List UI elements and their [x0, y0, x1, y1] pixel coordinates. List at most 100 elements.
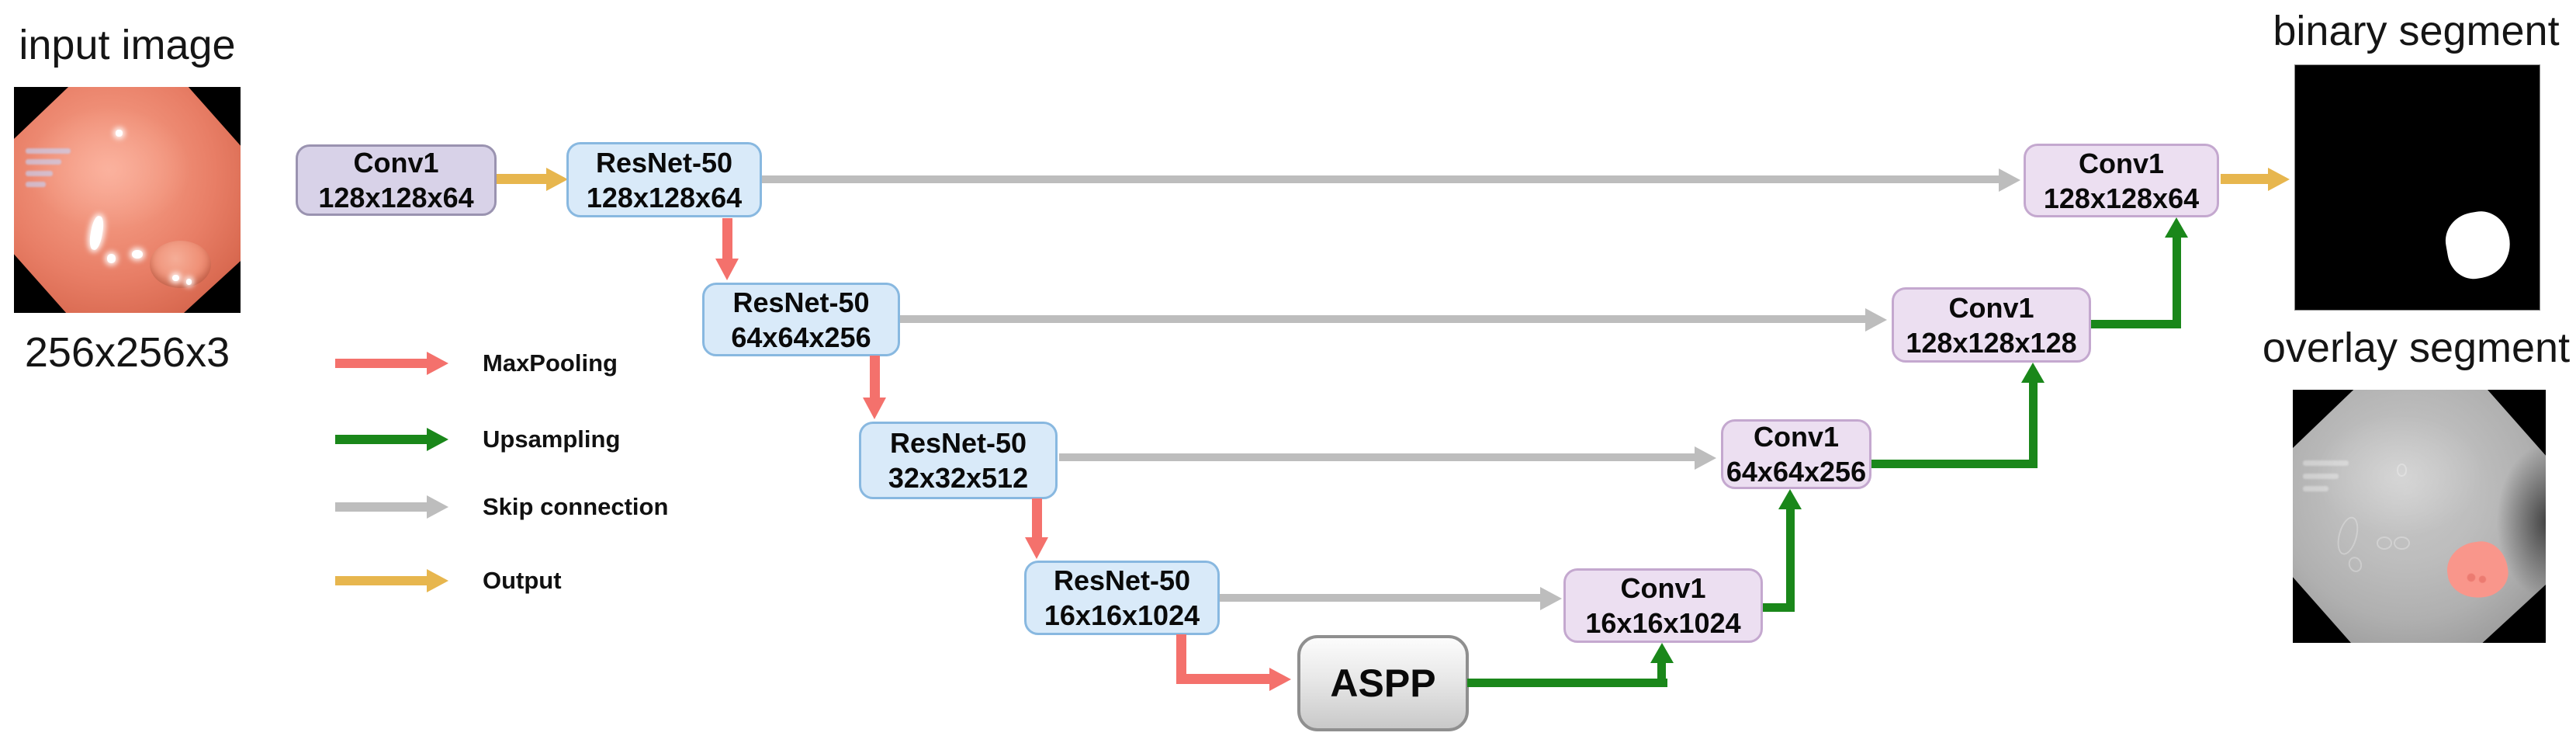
tissue-area-grayscale	[2293, 390, 2546, 643]
block-dims: 64x64x256	[731, 321, 871, 353]
legend-upsampling-arrowhead-icon	[427, 428, 448, 451]
block-title: Conv1	[353, 147, 439, 179]
overlay-segment-label: overlay segment	[2262, 325, 2571, 371]
legend-output-arrowhead-icon	[427, 569, 448, 592]
block-title: Conv1	[2078, 147, 2165, 179]
specular-highlight	[185, 279, 192, 285]
polyp-bump	[150, 240, 212, 288]
legend-output-label: Output	[483, 567, 562, 594]
skip-connection-line-1	[762, 175, 2000, 183]
tissue-texture-mark	[2376, 536, 2392, 550]
block-title: ASPP	[1330, 661, 1436, 705]
upsample-aspp-horizontal	[1467, 679, 1667, 687]
segmentation-mask-blob	[2441, 207, 2515, 283]
block-resnet50-stage1: ResNet-50 128x128x64	[566, 142, 762, 217]
timestamp-overlay	[2303, 473, 2339, 479]
block-conv1-input: Conv1 128x128x64	[296, 144, 497, 216]
legend-upsampling-label: Upsampling	[483, 425, 621, 453]
maxpool-arrowhead-icon	[863, 398, 886, 419]
upsample-aspp-vertical	[1657, 658, 1666, 683]
output-arrowhead-icon	[546, 168, 568, 191]
timestamp-overlay	[2303, 485, 2328, 491]
timestamp-overlay	[25, 170, 53, 176]
block-resnet50-stage4: ResNet-50 16x16x1024	[1024, 561, 1220, 635]
block-title: ResNet-50	[732, 286, 870, 318]
upsample-dec2-vertical	[2173, 233, 2181, 325]
block-dims: 32x32x512	[888, 462, 1029, 494]
legend-maxpooling-arrowhead-icon	[427, 352, 448, 375]
specular-highlight	[131, 249, 144, 259]
maxpool-arrow-2	[870, 356, 880, 398]
skip-arrowhead-icon	[1999, 168, 2020, 192]
block-title: Conv1	[1753, 421, 1840, 453]
binary-segment-label: binary segment	[2273, 8, 2560, 54]
maxpool-arrow-4-vertical	[1176, 634, 1186, 679]
skip-arrowhead-icon	[1695, 446, 1716, 470]
block-dims: 128x128x64	[586, 181, 743, 214]
block-title: Conv1	[1948, 291, 2034, 324]
skip-arrowhead-icon	[1865, 308, 1887, 332]
skip-connection-line-4	[1220, 594, 1542, 602]
upsample-arrowhead-icon	[2165, 217, 2188, 238]
tissue-texture-mark	[2394, 536, 2410, 550]
output-arrowhead-icon	[2268, 168, 2290, 191]
maxpool-arrowhead-icon	[715, 259, 739, 280]
block-dims: 16x16x1024	[1044, 599, 1200, 631]
block-title: Conv1	[1620, 572, 1706, 604]
binary-segmentation-image	[2294, 64, 2540, 311]
maxpool-arrowhead-icon	[1025, 537, 1048, 559]
skip-connection-line-2	[900, 315, 1867, 323]
block-title: ResNet-50	[595, 146, 733, 179]
legend-maxpooling-arrow	[335, 359, 427, 368]
specular-highlight	[172, 274, 180, 282]
legend-upsampling-arrow	[335, 435, 427, 444]
maxpool-arrow-1	[722, 218, 732, 259]
input-endoscopy-image	[14, 87, 241, 313]
block-conv1-decoder1: Conv1 128x128x64	[2024, 144, 2219, 217]
block-dims: 128x128x128	[1906, 326, 2077, 359]
block-title: ResNet-50	[1053, 564, 1191, 596]
output-arrow-to-mask	[2221, 174, 2270, 184]
legend-skip-connection-arrowhead-icon	[427, 495, 448, 519]
block-resnet50-stage3: ResNet-50 32x32x512	[859, 422, 1058, 499]
maxpool-arrow-4-horizontal	[1176, 674, 1271, 684]
timestamp-overlay	[2303, 460, 2349, 467]
timestamp-overlay	[25, 148, 71, 154]
block-aspp: ASPP	[1297, 635, 1469, 731]
timestamp-overlay	[25, 159, 62, 165]
timestamp-overlay	[25, 182, 46, 188]
legend-skip-connection-label: Skip connection	[483, 493, 669, 520]
skip-connection-line-3	[1059, 453, 1696, 461]
upsample-dec3-vertical	[2029, 377, 2038, 464]
block-title: ResNet-50	[889, 427, 1027, 459]
block-resnet50-stage2: ResNet-50 64x64x256	[702, 283, 900, 356]
tissue-texture-mark	[2396, 463, 2408, 477]
upsample-dec4-horizontal	[1763, 603, 1795, 612]
upsample-arrowhead-icon	[1650, 643, 1674, 663]
specular-highlight	[116, 130, 123, 137]
legend-maxpooling-label: MaxPooling	[483, 349, 618, 377]
maxpool-arrowhead-icon	[1269, 668, 1291, 691]
upsample-arrowhead-icon	[1778, 489, 1802, 509]
block-conv1-decoder2: Conv1 128x128x128	[1892, 287, 2091, 363]
block-dims: 128x128x64	[318, 182, 474, 214]
tissue-area	[14, 87, 241, 313]
maxpool-arrow-3	[1032, 498, 1042, 537]
skip-arrowhead-icon	[1540, 587, 1562, 610]
block-dims: 64x64x256	[1726, 456, 1867, 488]
specular-highlight	[106, 254, 116, 263]
output-arrow-conv-to-resnet	[497, 174, 548, 184]
block-dims: 128x128x64	[2043, 182, 2200, 214]
upsample-dec4-vertical	[1786, 505, 1795, 612]
block-conv1-decoder3: Conv1 64x64x256	[1721, 419, 1871, 489]
input-image-label: input image	[19, 22, 236, 68]
input-dims-label: 256x256x3	[24, 329, 230, 376]
overlay-segmentation-image	[2293, 390, 2546, 643]
upsample-dec2-horizontal	[2091, 320, 2181, 328]
block-dims: 16x16x1024	[1585, 607, 1741, 639]
block-conv1-decoder4: Conv1 16x16x1024	[1563, 568, 1763, 643]
upsample-dec3-horizontal	[1871, 460, 2038, 468]
legend-skip-connection-arrow	[335, 502, 427, 512]
legend-output-arrow	[335, 576, 427, 585]
